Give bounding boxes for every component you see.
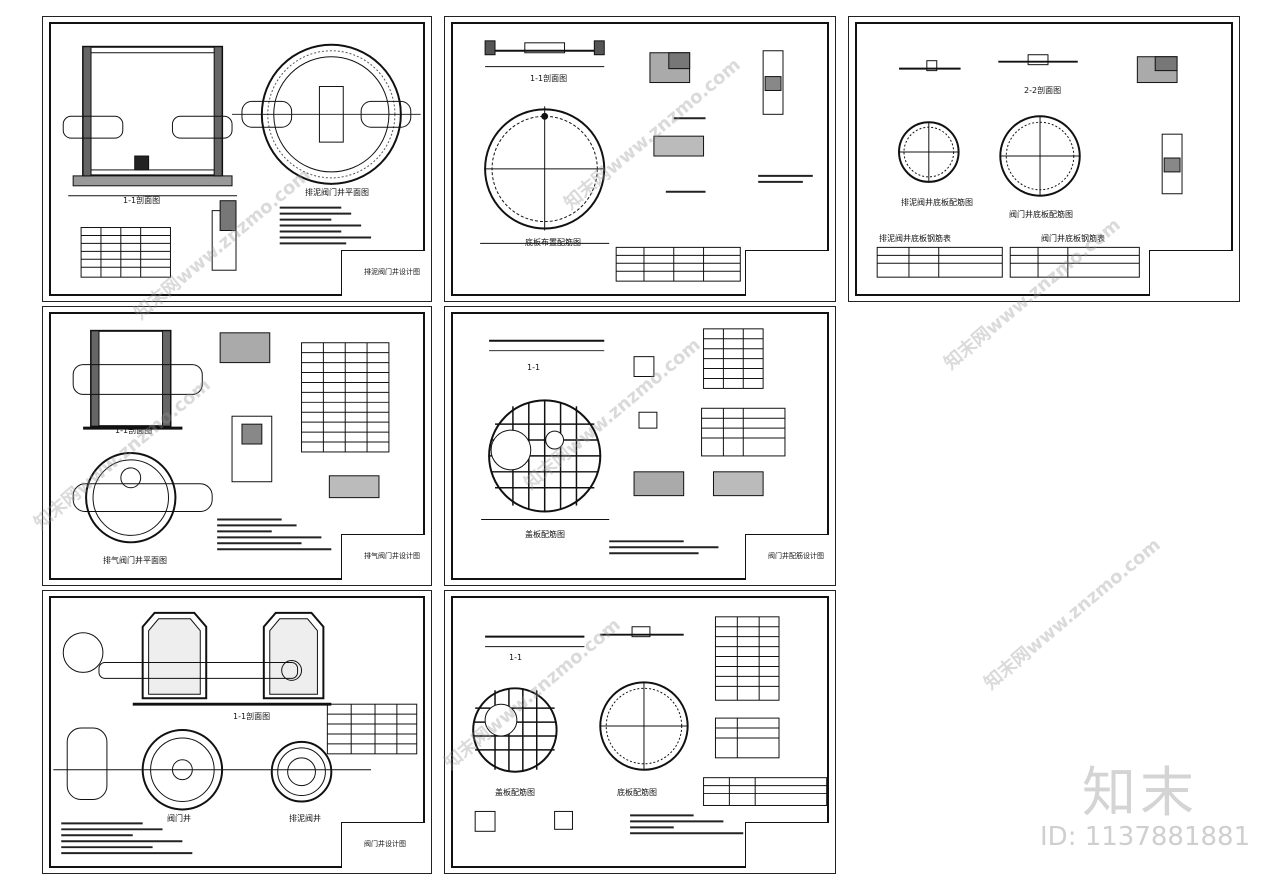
caption-plan: 排气阀门井平面图 [103,556,167,565]
valve-well-drawing [62,43,421,278]
sheet-frame [49,312,425,580]
sheet-title: 阀门井配筋设计图 [768,552,824,560]
title-block [745,250,829,296]
caption-section: 1-1剖面图 [233,712,271,721]
drawing-sheet-1[interactable]: 1-1剖面图 排泥阀门井平面图 排泥阀门井设计图 [42,16,432,302]
brand-logo: 知末 [1082,761,1198,824]
caption-mud-well: 排泥阀井 [289,814,321,823]
slab-rebar-drawing-b [472,616,828,835]
caption-section-2-2: 2-2剖面图 [1024,86,1062,95]
caption-section: 1-1剖面图 [115,426,153,435]
caption-section: 1-1剖面图 [123,196,161,205]
cover-slab-rebar-drawing [481,328,786,555]
sheet-frame [855,22,1233,296]
caption-plan: 排泥阀门井平面图 [305,188,369,197]
caption-cover-slab: 盖板配筋图 [495,788,535,797]
title-block: 阀门井配筋设计图 [745,534,829,580]
sheet-frame [49,596,425,868]
caption-slab-b: 阀门井底板配筋图 [1009,210,1073,219]
caption-table-b: 阀门井底板钢筋表 [1041,234,1105,243]
drawing-sheet-2[interactable]: 1-1剖面图 底板布置配筋图 [444,16,836,302]
title-block [1149,250,1233,296]
drawing-sheet-3[interactable]: 2-2剖面图 排泥阀井底板配筋图 阀门井底板配筋图 排泥阀井底板钢筋表 阀门井底… [848,16,1240,302]
drawing-sheet-4[interactable]: 1-1剖面图 排气阀门井平面图 排气阀门井设计图 [42,306,432,586]
sheet-frame [49,22,425,296]
sheet-frame [451,596,829,868]
title-block [745,822,829,868]
caption-valve-well: 阀门井 [167,814,191,823]
brand-id: ID: 1137881881 [1040,822,1251,852]
caption-section: 1-1 [509,653,523,662]
caption-section: 1-1 [527,363,541,372]
title-block: 排气阀门井设计图 [341,534,425,580]
title-block: 阀门井设计图 [341,822,425,868]
slab-rebar-drawing [876,54,1183,278]
caption-section: 1-1剖面图 [530,74,568,83]
bottom-slab-drawing [480,40,813,282]
air-valve-well-drawing [72,329,390,551]
caption-slab-a: 排泥阀井底板配筋图 [901,198,973,207]
caption-slab: 底板布置配筋图 [525,238,581,247]
sheet-frame [451,22,829,296]
sheet-title: 排泥阀门井设计图 [364,268,420,276]
watermark: 知末网www.znzmo.com [980,534,1165,694]
sheet-frame [451,312,829,580]
drawing-sheet-5[interactable]: 1-1 盖板配筋图 阀门井配筋设计图 [444,306,836,586]
drawing-sheet-6[interactable]: 1-1剖面图 阀门井 排泥阀井 阀门井设计图 [42,590,432,874]
sheet-title: 排气阀门井设计图 [364,552,420,560]
title-block: 排泥阀门井设计图 [341,250,425,296]
caption-table-a: 排泥阀井底板钢筋表 [879,234,951,243]
sheet-title: 阀门井设计图 [364,840,406,848]
drawing-sheet-7[interactable]: 1-1 盖板配筋图 底板配筋图 [444,590,836,874]
caption-bottom-slab: 底板配筋图 [617,788,657,797]
caption-cover-slab: 盖板配筋图 [525,530,565,539]
mud-valve-well-drawing [53,611,418,855]
